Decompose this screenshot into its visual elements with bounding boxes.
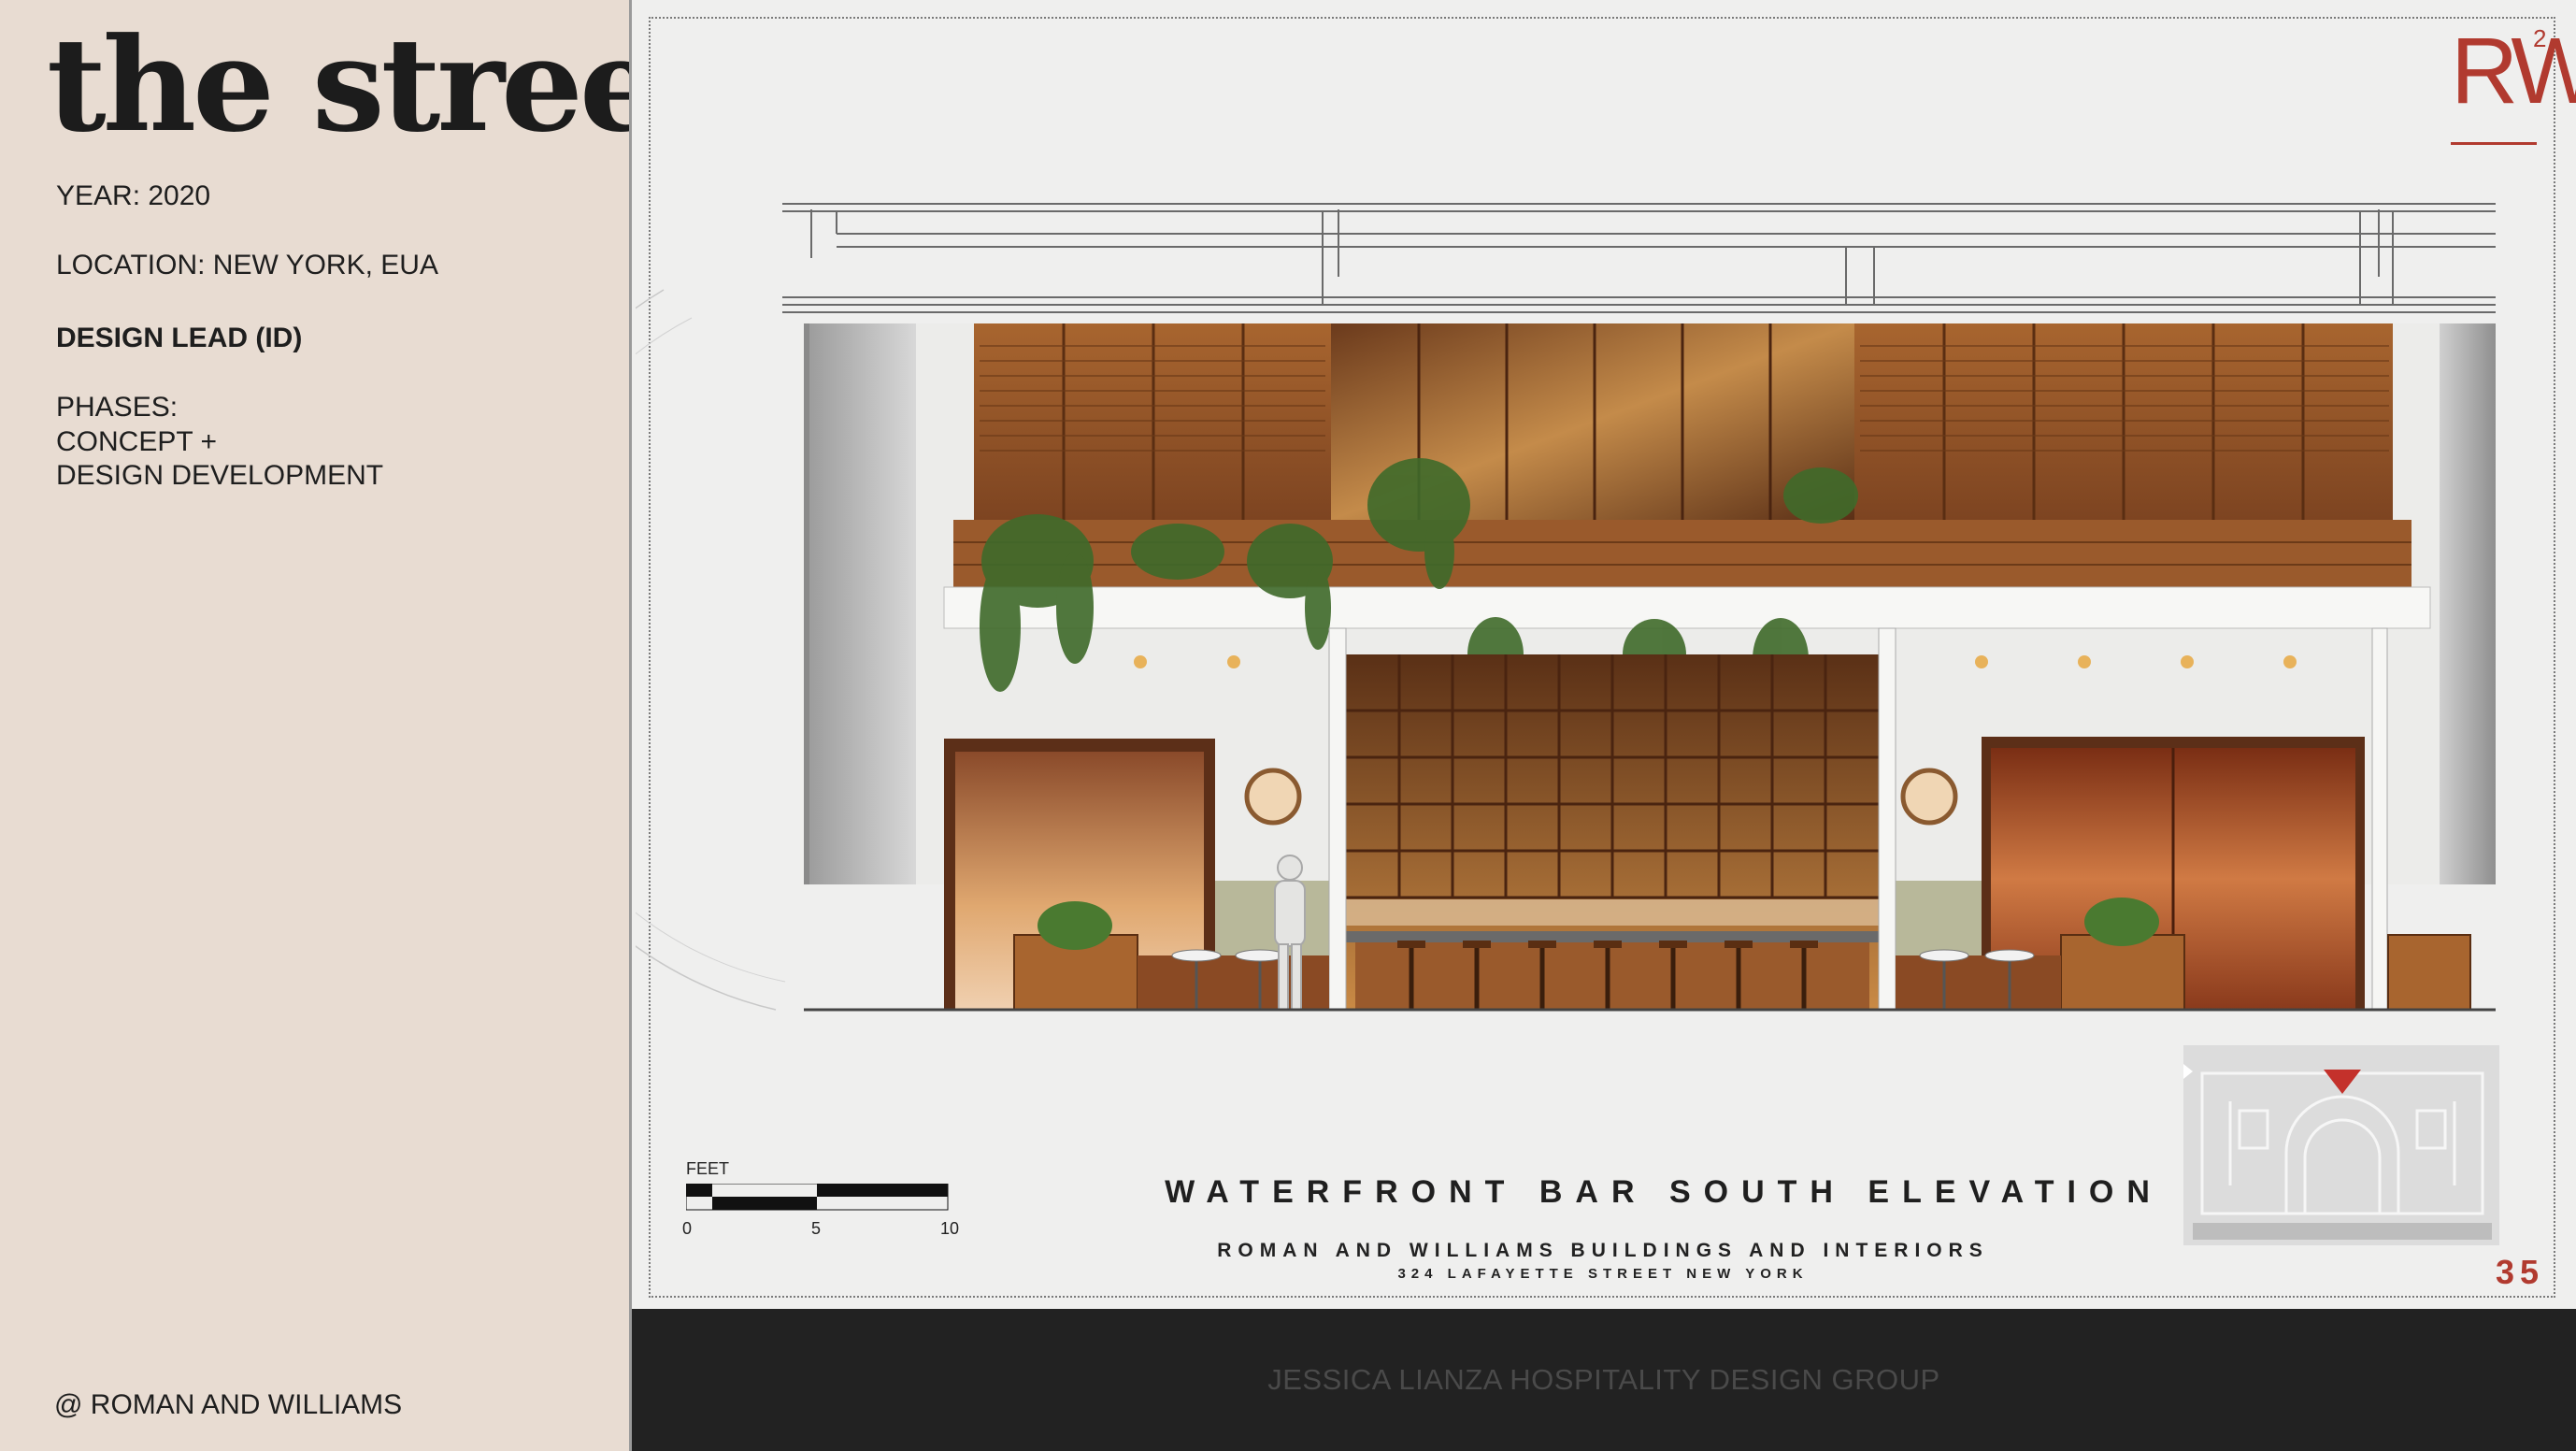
scale-tick-10: 10 — [940, 1219, 960, 1238]
scale-bar-graphic — [686, 1184, 949, 1211]
rw-logo: RW 2 — [2451, 24, 2576, 151]
project-phases: PHASES: CONCEPT + DESIGN DEVELOPMENT — [56, 391, 383, 494]
footer-text: JESSICA LIANZA HOSPITALITY DESIGN GROUP — [1267, 1363, 1940, 1396]
phases-heading: PHASES: — [56, 392, 179, 423]
image-credit: @ ROMAN AND WILLIAMS — [54, 1389, 403, 1420]
logo-underline — [2451, 142, 2537, 145]
shelf-grid — [1346, 654, 1879, 899]
page-footer: JESSICA LIANZA HOSPITALITY DESIGN GROUP — [632, 1309, 2576, 1451]
bar-stools — [1409, 946, 1807, 1010]
scale-bar: FEET 0 5 10 — [682, 1156, 963, 1249]
project-info-panel: the street YEAR: 2020 LOCATION: NEW YORK… — [0, 0, 717, 1451]
firm-name: ROMAN AND WILLIAMS BUILDINGS AND INTERIO… — [1217, 1240, 1989, 1261]
project-location: LOCATION: NEW YORK, EUA — [56, 250, 438, 280]
scale-tick-0: 0 — [682, 1219, 693, 1238]
scale-tick-5: 5 — [811, 1219, 822, 1238]
louver-panels-right — [1854, 323, 2393, 520]
elevation-drawing — [636, 203, 2496, 1012]
phase-design-development: DESIGN DEVELOPMENT — [56, 460, 384, 492]
view-direction-marker — [2324, 1070, 2361, 1094]
sheet-border — [649, 17, 2555, 1298]
drawing-title: WATERFRONT BAR SOUTH ELEVATION — [1165, 1174, 2163, 1210]
panel-divider — [629, 0, 632, 1451]
key-plan — [2183, 1045, 2499, 1245]
sheet-number: 35 — [2496, 1253, 2545, 1291]
project-year: YEAR: 2020 — [56, 180, 211, 211]
phase-concept: CONCEPT + — [56, 425, 217, 457]
project-role: DESIGN LEAD (ID) — [56, 323, 303, 353]
louver-panels-left — [974, 323, 1331, 520]
logo-letters: RW — [2451, 19, 2576, 123]
logo-superscript: 2 — [2533, 24, 2547, 52]
scale-figure — [1274, 855, 1306, 1011]
firm-address: 324 LAFAYETTE STREET NEW YORK — [1397, 1266, 1809, 1282]
scale-unit-label: FEET — [686, 1159, 730, 1178]
project-title: the street — [47, 8, 717, 161]
ceiling-structure — [782, 203, 2496, 313]
soffit-lights — [1134, 655, 2297, 668]
